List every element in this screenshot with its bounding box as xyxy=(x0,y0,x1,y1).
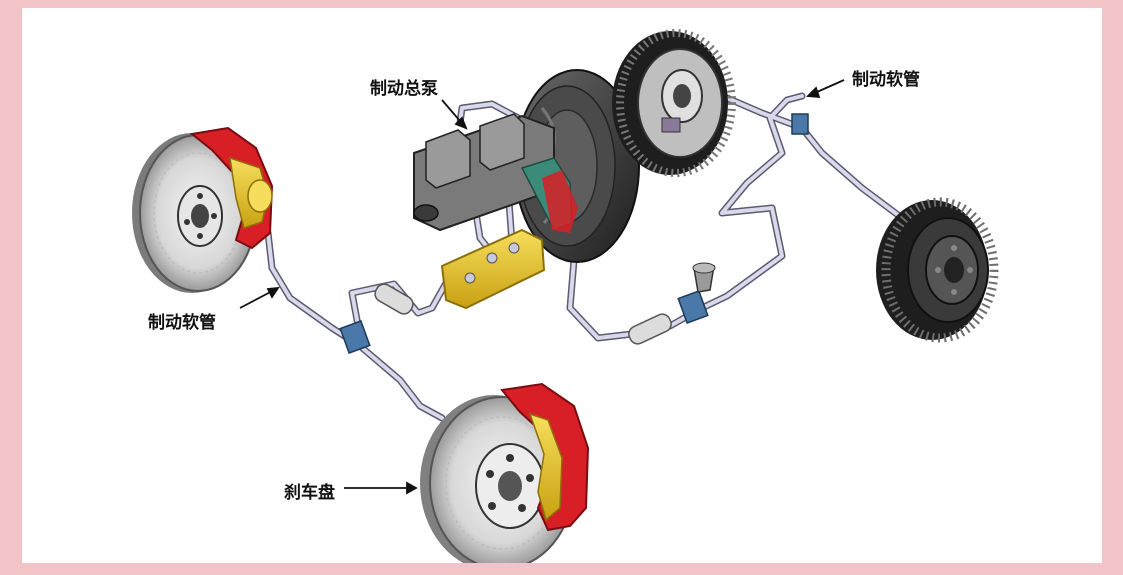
rear-left-drum-brake xyxy=(612,29,736,177)
master-cylinder xyxy=(413,113,578,233)
front-right-caliper xyxy=(500,382,590,532)
brake-system-diagram xyxy=(132,29,999,563)
brake-hose-label-left: 制动软管 xyxy=(148,313,216,333)
brake-lines xyxy=(264,92,906,422)
master-cylinder-label: 制动总泵 xyxy=(370,79,438,99)
front-left-caliper xyxy=(189,126,274,250)
proportioning-valve xyxy=(440,228,546,310)
brake-line-connectors xyxy=(339,113,809,354)
diagram-frame: 制动总泵 制动软管 制动软管 刹车盘 xyxy=(22,8,1102,563)
label-pointers xyxy=(239,79,845,495)
brake-hose-label-right: 制动软管 xyxy=(852,70,920,90)
brake-disc-label: 刹车盘 xyxy=(284,483,335,503)
rear-right-drum-brake xyxy=(876,197,999,343)
